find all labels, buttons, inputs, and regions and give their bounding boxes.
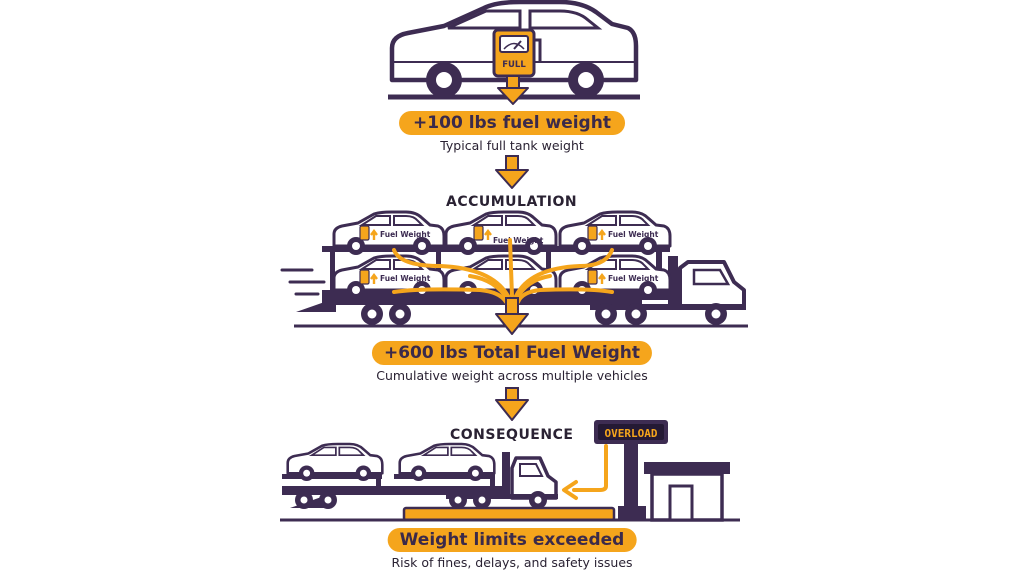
gauge-label: FULL [502, 60, 526, 70]
consequence-heading: CONSEQUENCE [450, 427, 574, 443]
car-fuel-badge: Fuel Weight [608, 274, 659, 283]
overload-sign: OVERLOAD [562, 420, 668, 520]
fuel-gauge-icon: FULL [492, 28, 542, 78]
arrow-down-icon [495, 387, 529, 421]
loaded-truck [282, 442, 558, 509]
top-car [388, 0, 640, 100]
car-fuel-badge: Fuel Weight [493, 236, 544, 245]
total-weight-caption: Cumulative weight across multiple vehicl… [376, 368, 648, 383]
weigh-station-building [644, 462, 730, 522]
limits-exceeded-headline: Weight limits exceeded [387, 528, 637, 552]
converging-arrows [392, 238, 614, 304]
car-fuel-badge: Fuel Weight [380, 230, 431, 239]
fuel-weight-headline: +100 lbs fuel weight [399, 111, 625, 135]
accumulation-heading: ACCUMULATION [446, 194, 578, 210]
total-weight-headline: +600 lbs Total Fuel Weight [371, 341, 653, 365]
limits-exceeded-caption: Risk of fines, delays, and safety issues [391, 555, 633, 570]
sign-text: OVERLOAD [605, 427, 658, 440]
car-fuel-badge: Fuel Weight [380, 274, 431, 283]
arrow-down-icon [495, 155, 529, 189]
fuel-weight-caption: Typical full tank weight [440, 138, 584, 153]
car-fuel-badge: Fuel Weight [608, 230, 659, 239]
arrow-down-icon [495, 297, 529, 335]
arrow-down-icon [497, 75, 529, 105]
